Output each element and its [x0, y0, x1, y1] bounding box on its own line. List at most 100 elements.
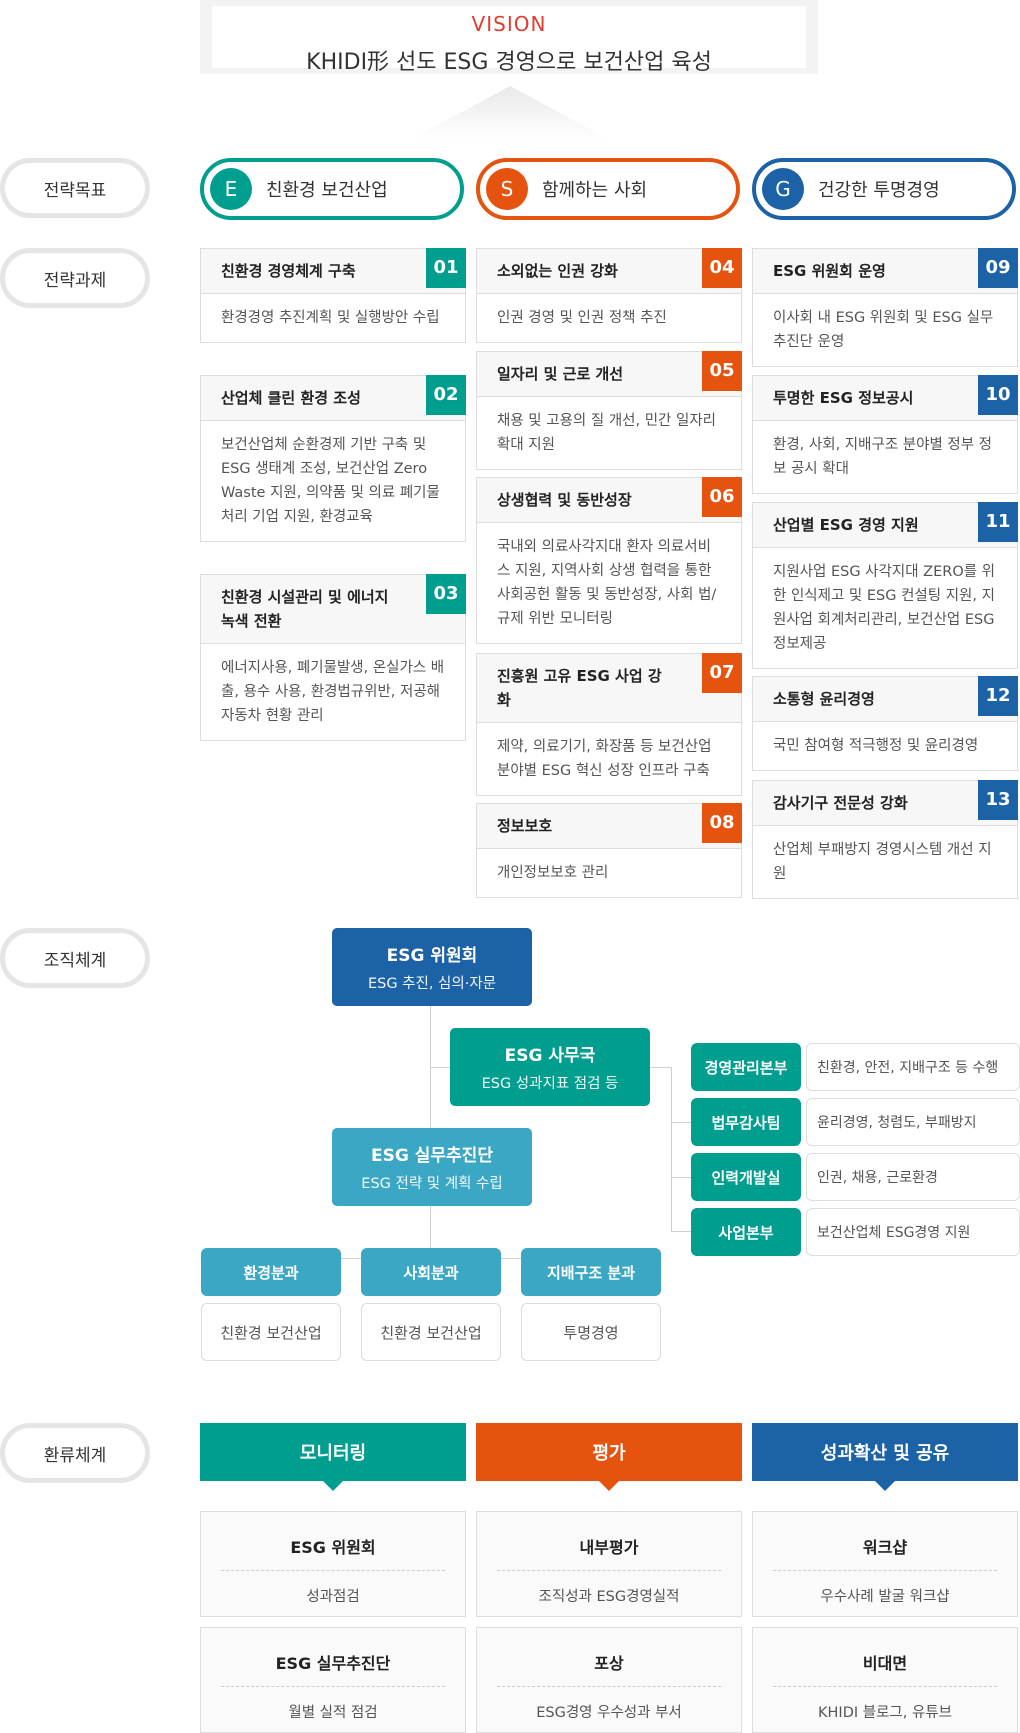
- goal-environment: E 친환경 보건산업: [200, 158, 464, 220]
- task-desc: 인권 경영 및 인권 정책 추진: [497, 310, 667, 326]
- task-title: 상생협력 및 동반성장: [497, 491, 632, 509]
- divider: [497, 1570, 721, 1571]
- task-title: 정보보호: [497, 817, 553, 835]
- esg-secretariat-box: ESG 사무국 ESG 성과지표 점검 등: [450, 1028, 650, 1106]
- connector-dept-2: [671, 1122, 691, 1123]
- label-feedback: 환류체계: [0, 1423, 150, 1483]
- task-number: 07: [702, 653, 742, 693]
- task-desc: 채용 및 고용의 질 개선, 민간 일자리 확대 지원: [497, 413, 717, 453]
- feedback-evaluation-pointer: [599, 1481, 619, 1491]
- task-title: 산업별 ESG 경영 지원: [773, 516, 919, 534]
- task-title: 감사기구 전문성 강화: [773, 794, 908, 812]
- feedback-card-desc: KHIDI 블로그, 유튜브: [818, 1705, 952, 1721]
- connector-to-secretariat: [430, 1067, 450, 1068]
- subgroup-social: 사회분과: [361, 1248, 501, 1296]
- divider: [497, 1686, 721, 1687]
- feedback-card: 워크샵 우수사례 발굴 워크샵: [752, 1511, 1018, 1617]
- goal-s-badge: S: [486, 168, 528, 210]
- dept-hr: 인력개발실: [691, 1153, 801, 1201]
- task-title: 소통형 윤리경영: [773, 690, 875, 708]
- feedback-card-desc: 우수사례 발굴 워크샵: [820, 1589, 950, 1605]
- task-card-01: 친환경 경영체계 구축 01 환경경영 추진계획 및 실행방안 수립: [200, 248, 466, 343]
- feedback-sharing-pointer: [875, 1481, 895, 1491]
- task-title: 일자리 및 근로 개선: [497, 365, 624, 383]
- task-desc: 국민 참여형 적극행정 및 윤리경영: [773, 738, 979, 754]
- feedback-card-title: 워크샵: [862, 1538, 908, 1557]
- task-number: 09: [978, 248, 1018, 288]
- label-strategic-task: 전략과제: [0, 248, 150, 308]
- task-title: 진흥원 고유 ESG 사업 강화: [497, 667, 662, 709]
- label-organization: 조직체계: [0, 928, 150, 988]
- task-title: 소외없는 인권 강화: [497, 262, 618, 280]
- subgroup-governance: 지배구조 분과: [521, 1248, 661, 1296]
- task-desc: 이사회 내 ESG 위원회 및 ESG 실무 추진단 운영: [773, 310, 994, 350]
- task-desc: 국내외 의료사각지대 환자 의료서비스 지원, 지역사회 상생 협력을 통한 사…: [497, 539, 717, 627]
- feedback-monitoring-header: 모니터링: [200, 1423, 466, 1481]
- vision-arrow: [410, 86, 610, 140]
- feedback-card: ESG 위원회 성과점검: [200, 1511, 466, 1617]
- goal-e-label: 친환경 보건산업: [266, 180, 388, 201]
- feedback-card-title: ESG 위원회: [290, 1538, 376, 1557]
- task-title: 친환경 경영체계 구축: [221, 262, 356, 280]
- task-number: 03: [426, 574, 466, 614]
- divider: [773, 1570, 997, 1571]
- subgroup-environment-desc: 친환경 보건산업: [201, 1303, 341, 1361]
- dept-legal-audit-desc: 윤리경영, 청렴도, 부패방지: [806, 1098, 1020, 1146]
- feedback-card: ESG 실무추진단 월별 실적 점검: [200, 1627, 466, 1733]
- esg-committee-box: ESG 위원회 ESG 추진, 심의·자문: [332, 928, 532, 1006]
- task-card-05: 일자리 및 근로 개선 05 채용 및 고용의 질 개선, 민간 일자리 확대 지…: [476, 351, 742, 470]
- task-title: 산업체 클린 환경 조성: [221, 389, 361, 407]
- task-number: 01: [426, 248, 466, 288]
- task-desc: 제약, 의료기기, 화장품 등 보건산업 분야별 ESG 혁신 성장 인프라 구…: [497, 739, 712, 779]
- feedback-card-title: 비대면: [862, 1654, 908, 1673]
- esg-secretariat-sub: ESG 성과지표 점검 등: [481, 1076, 619, 1092]
- task-number: 11: [978, 502, 1018, 542]
- connector-secretariat-out: [650, 1067, 672, 1068]
- goal-governance: G 건강한 투명경영: [752, 158, 1016, 220]
- task-card-07: 진흥원 고유 ESG 사업 강화 07 제약, 의료기기, 화장품 등 보건산업 …: [476, 653, 742, 796]
- connector-dept-4: [671, 1231, 691, 1232]
- esg-taskforce-box: ESG 실무추진단 ESG 전략 및 계획 수립: [332, 1128, 532, 1206]
- goal-e-badge: E: [210, 168, 252, 210]
- esg-committee-sub: ESG 추진, 심의·자문: [367, 976, 497, 992]
- label-strategic-goal: 전략목표: [0, 158, 150, 218]
- task-card-09: ESG 위원회 운영 09 이사회 내 ESG 위원회 및 ESG 실무 추진단 …: [752, 248, 1018, 367]
- subgroup-environment: 환경분과: [201, 1248, 341, 1296]
- task-number: 02: [426, 375, 466, 415]
- esg-secretariat-title: ESG 사무국: [504, 1046, 596, 1066]
- task-title: ESG 위원회 운영: [773, 262, 886, 280]
- vision-frame: VISION KHIDI形 선도 ESG 경영으로 보건산업 육성: [200, 0, 818, 75]
- goal-s-label: 함께하는 사회: [542, 180, 648, 201]
- goal-social: S 함께하는 사회: [476, 158, 740, 220]
- task-number: 13: [978, 780, 1018, 820]
- esg-taskforce-title: ESG 실무추진단: [371, 1146, 493, 1166]
- feedback-card: 비대면 KHIDI 블로그, 유튜브: [752, 1627, 1018, 1733]
- feedback-card-desc: 월별 실적 점검: [288, 1705, 378, 1721]
- connector-dept-vertical: [671, 1067, 672, 1232]
- goal-g-label: 건강한 투명경영: [818, 180, 940, 201]
- feedback-card-title: ESG 실무추진단: [275, 1654, 391, 1673]
- divider: [221, 1686, 445, 1687]
- feedback-card: 포상 ESG경영 우수성과 부서: [476, 1627, 742, 1733]
- feedback-card-title: 포상: [594, 1654, 624, 1673]
- task-desc: 환경경영 추진계획 및 실행방안 수립: [221, 310, 440, 326]
- dept-legal-audit: 법무감사팀: [691, 1098, 801, 1146]
- dept-business: 사업본부: [691, 1208, 801, 1256]
- divider: [221, 1570, 445, 1571]
- task-desc: 에너지사용, 폐기물발생, 온실가스 배출, 용수 사용, 환경법규위반, 저공…: [221, 660, 445, 724]
- task-number: 05: [702, 351, 742, 391]
- feedback-card-desc: 성과점검: [306, 1589, 360, 1605]
- dept-management: 경영관리본부: [691, 1043, 801, 1091]
- feedback-card: 내부평가 조직성과 ESG경영실적: [476, 1511, 742, 1617]
- task-desc: 환경, 사회, 지배구조 분야별 정부 정보 공시 확대: [773, 437, 993, 477]
- task-number: 10: [978, 375, 1018, 415]
- vision-title: KHIDI形 선도 ESG 경영으로 보건산업 육성: [306, 50, 712, 75]
